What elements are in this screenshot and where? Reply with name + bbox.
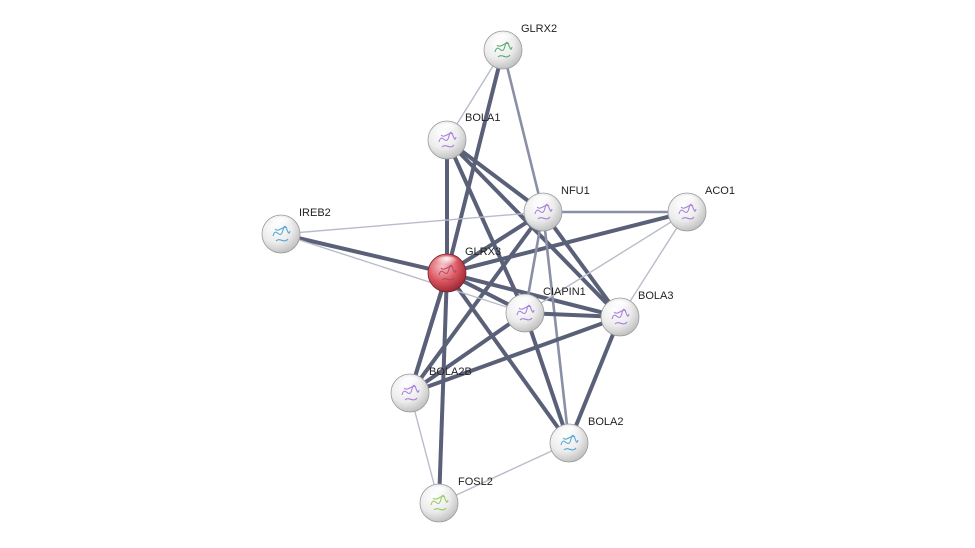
- edge-nfu1-bola2[interactable]: [541, 210, 571, 445]
- edge-nfu1-ireb2[interactable]: [280, 211, 544, 235]
- node-label: BOLA2: [588, 416, 623, 428]
- edge-nfu1-bola3[interactable]: [541, 210, 622, 319]
- node-highlight: [435, 123, 459, 136]
- edge-bola2-fosl2[interactable]: [438, 442, 570, 504]
- edge-bola1-nfu1[interactable]: [445, 138, 545, 214]
- edge-ireb2-ciapin1[interactable]: [280, 233, 526, 314]
- node-aco1[interactable]: ACO1: [667, 185, 735, 232]
- node-highlight: [427, 486, 451, 499]
- node-highlight: [269, 217, 293, 230]
- node-ireb2[interactable]: IREB2: [261, 207, 331, 254]
- node-highlight: [491, 33, 515, 46]
- node-highlight: [531, 195, 555, 208]
- node-bola2b[interactable]: BOLA2B: [390, 366, 472, 413]
- node-nfu1[interactable]: NFU1: [523, 185, 590, 232]
- node-ciapin1[interactable]: CIAPIN1: [505, 286, 586, 333]
- node-label: CIAPIN1: [543, 286, 586, 298]
- edge-glrx3-bola3[interactable]: [445, 271, 622, 319]
- edge-aco1-ciapin1[interactable]: [524, 211, 688, 314]
- node-fosl2[interactable]: FOSL2: [419, 476, 493, 523]
- node-label: BOLA2B: [429, 366, 472, 378]
- node-label: GLRX3: [465, 246, 501, 258]
- edge-bola3-bola2b[interactable]: [408, 315, 622, 395]
- edge-glrx2-nfu1[interactable]: [501, 48, 545, 214]
- edge-ciapin1-bola2b[interactable]: [408, 311, 527, 395]
- edge-glrx3-bola2b[interactable]: [408, 271, 449, 395]
- node-highlight: [557, 426, 581, 439]
- node-label: IREB2: [299, 207, 331, 219]
- node-highlight: [608, 300, 632, 313]
- node-label: NFU1: [561, 185, 590, 197]
- node-bola2[interactable]: BOLA2: [549, 416, 623, 463]
- edge-glrx3-ireb2[interactable]: [279, 232, 449, 275]
- node-label: BOLA3: [638, 290, 673, 302]
- node-bola3[interactable]: BOLA3: [600, 290, 673, 337]
- node-label: ACO1: [705, 185, 735, 197]
- edge-glrx3-fosl2[interactable]: [437, 271, 449, 505]
- node-label: BOLA1: [465, 112, 500, 124]
- edge-aco1-bola3[interactable]: [619, 211, 688, 318]
- node-label: GLRX2: [521, 23, 557, 35]
- edge-ciapin1-bola2[interactable]: [523, 311, 571, 445]
- node-label: FOSL2: [458, 476, 493, 488]
- node-highlight: [675, 195, 699, 208]
- node-bola1[interactable]: BOLA1: [427, 112, 500, 160]
- edge-bola1-ciapin1[interactable]: [445, 138, 527, 315]
- node-glrx3[interactable]: GLRX3: [427, 246, 501, 293]
- node-highlight: [513, 296, 537, 309]
- edge-bola3-bola2[interactable]: [567, 315, 622, 445]
- edge-nfu1-bola2b[interactable]: [408, 210, 545, 395]
- node-highlight: [398, 376, 422, 389]
- node-highlight: [435, 256, 459, 269]
- node-glrx2[interactable]: GLRX2: [483, 23, 557, 70]
